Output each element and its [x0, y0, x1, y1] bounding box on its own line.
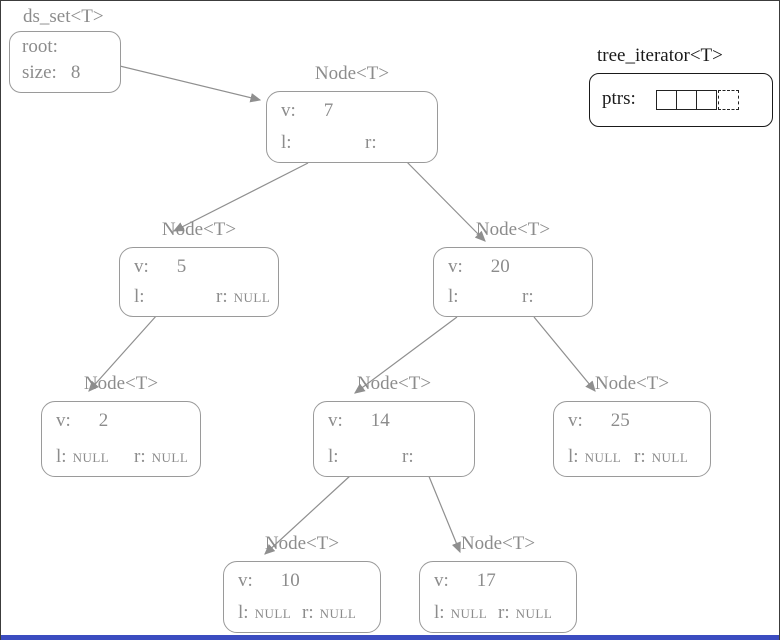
ptr-cell-4-dashed	[718, 90, 739, 110]
node-17-right: NULL	[515, 606, 553, 621]
r-label: r:	[634, 446, 646, 467]
node-10-title: Node<T>	[264, 533, 340, 554]
node-7: v: 7 l: r:	[266, 91, 438, 163]
v-label: v:	[568, 410, 583, 431]
v-label: v:	[134, 256, 149, 277]
ptr-cell-3	[696, 90, 717, 110]
bottom-accent-bar	[1, 635, 779, 640]
node-5-value: 5	[176, 256, 187, 277]
ptr-cell-1	[656, 90, 677, 110]
l-label: l:	[434, 602, 445, 623]
r-label: r:	[302, 602, 314, 623]
r-label: r:	[522, 286, 534, 307]
l-label: l:	[281, 132, 292, 153]
node-5-right: NULL	[233, 290, 271, 305]
ptrs-cells	[656, 90, 739, 110]
node-10-left: NULL	[254, 606, 292, 621]
node-2-left: NULL	[72, 450, 110, 465]
l-label: l:	[568, 446, 579, 467]
size-value: 8	[70, 62, 81, 83]
l-label: l:	[134, 286, 145, 307]
node-2-title: Node<T>	[83, 373, 159, 394]
node-2: v: 2 l: NULL r: NULL	[41, 401, 201, 477]
size-label: size:	[22, 62, 57, 83]
l-label: l:	[238, 602, 249, 623]
l-label: l:	[56, 446, 67, 467]
ds-set-title: ds_set<T>	[23, 6, 104, 27]
ptr-cell-2	[676, 90, 697, 110]
v-label: v:	[281, 100, 296, 121]
node-20-title: Node<T>	[475, 219, 551, 240]
node-25-left: NULL	[584, 450, 622, 465]
node-10-right: NULL	[319, 606, 357, 621]
node-2-value: 2	[98, 410, 109, 431]
node-25-right: NULL	[651, 450, 689, 465]
r-label: r:	[498, 602, 510, 623]
tree-iterator-box: ptrs:	[589, 73, 773, 127]
node-25-title: Node<T>	[594, 373, 670, 394]
root-pointer-label: root:	[22, 36, 58, 57]
v-label: v:	[56, 410, 71, 431]
node-20-value: 20	[490, 256, 510, 277]
node-17-title: Node<T>	[460, 533, 536, 554]
node-7-value: 7	[323, 100, 334, 121]
node-17-value: 17	[476, 570, 496, 591]
r-label: r:	[134, 446, 146, 467]
v-label: v:	[448, 256, 463, 277]
v-label: v:	[238, 570, 253, 591]
node-2-right: NULL	[151, 450, 189, 465]
node-5-title: Node<T>	[161, 219, 237, 240]
node-25: v: 25 l: NULL r: NULL	[553, 401, 711, 477]
node-10-value: 10	[280, 570, 300, 591]
v-label: v:	[328, 410, 343, 431]
l-label: l:	[448, 286, 459, 307]
tree-iterator-title: tree_iterator<T>	[597, 45, 723, 66]
node-5: v: 5 l: r: NULL	[119, 247, 279, 317]
r-label: r:	[402, 446, 414, 467]
node-7-title: Node<T>	[314, 63, 390, 84]
l-label: l:	[328, 446, 339, 467]
node-17-left: NULL	[450, 606, 488, 621]
node-17: v: 17 l: NULL r: NULL	[419, 561, 577, 633]
node-25-value: 25	[610, 410, 630, 431]
r-label: r:	[216, 286, 228, 307]
node-14-title: Node<T>	[356, 373, 432, 394]
v-label: v:	[434, 570, 449, 591]
node-14-value: 14	[370, 410, 390, 431]
ptrs-label: ptrs:	[602, 88, 636, 109]
node-10: v: 10 l: NULL r: NULL	[223, 561, 381, 633]
ds-set-box: root: size: 8	[9, 31, 121, 93]
r-label: r:	[365, 132, 377, 153]
node-20: v: 20 l: r:	[433, 247, 593, 317]
node-14: v: 14 l: r:	[313, 401, 475, 477]
